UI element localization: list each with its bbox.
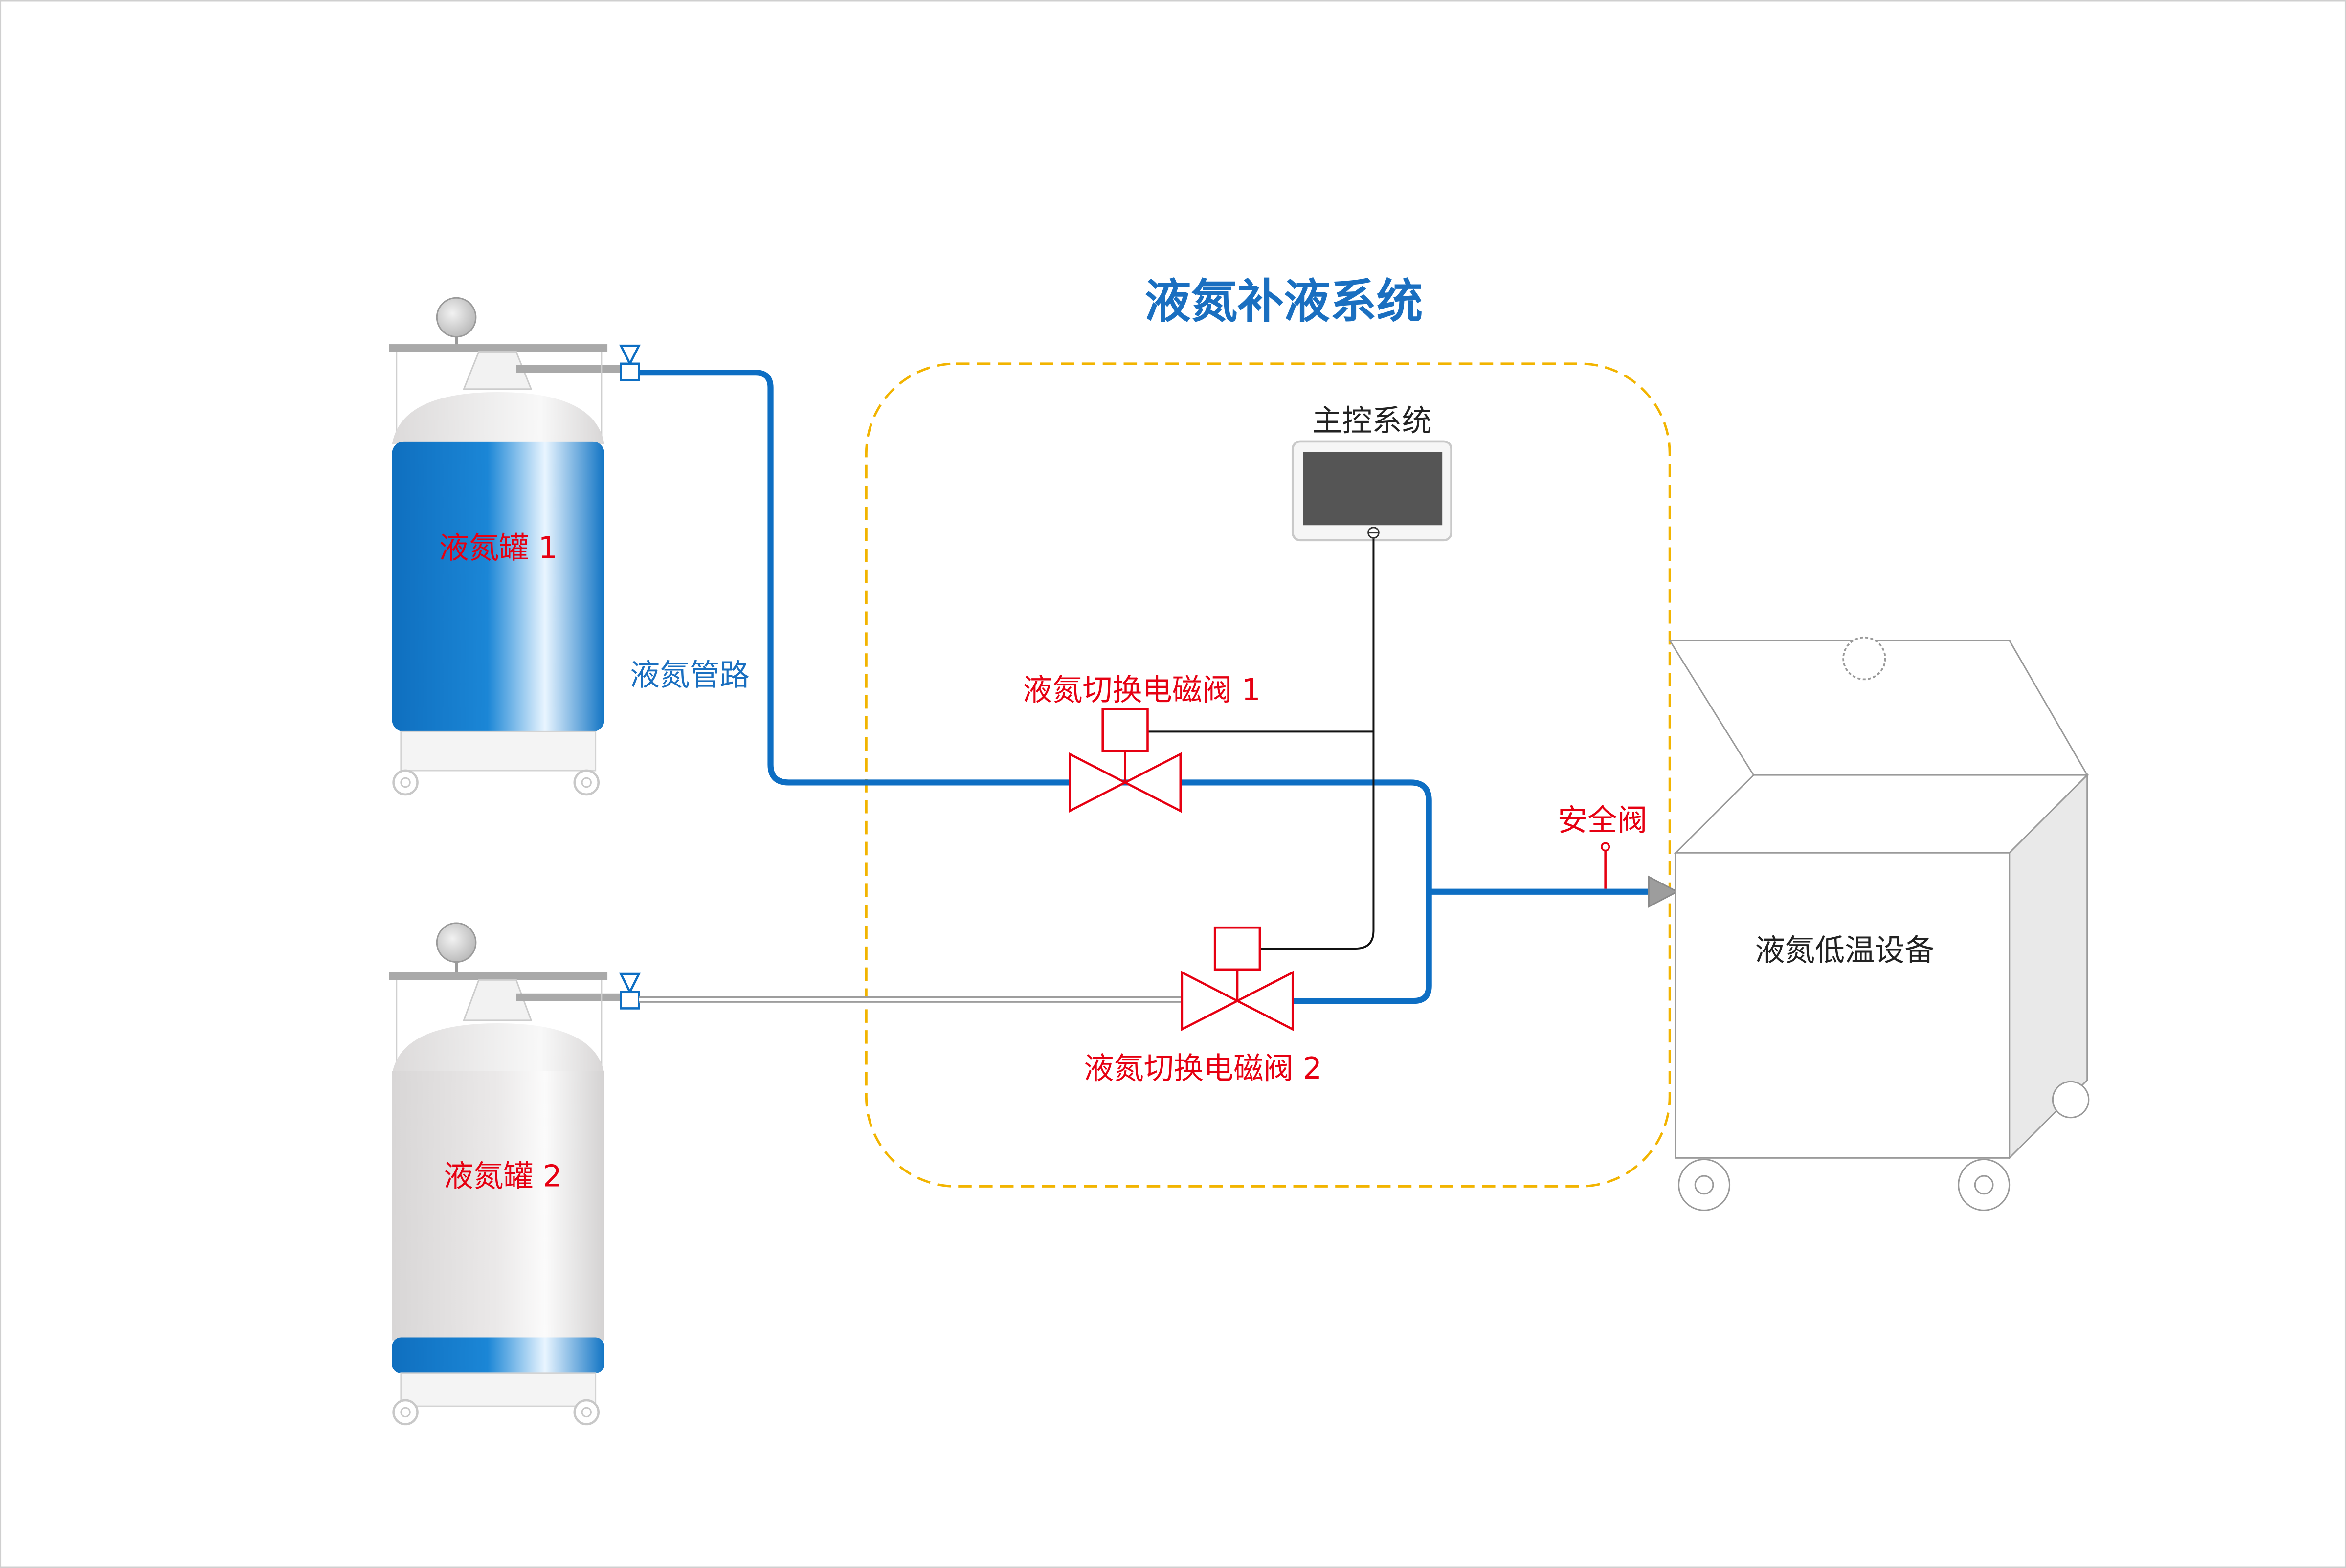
safety-valve-label: 安全阀 <box>1558 803 1648 838</box>
valve-handle-icon <box>619 344 641 366</box>
valve-body-icon <box>1181 971 1294 1031</box>
solenoid-valve-2: 液氮切换电磁阀 2 <box>1084 926 1322 1086</box>
valve-2-label: 液氮切换电磁阀 2 <box>1084 1051 1322 1086</box>
tank-1: 液氮罐 1 <box>389 297 621 796</box>
pressure-gauge-icon <box>436 297 477 338</box>
pipeline-label: 液氮管路 <box>630 658 750 693</box>
equipment-front <box>1675 852 2011 1159</box>
solenoid-valve-1: 液氮切换电磁阀 1 <box>1023 673 1261 813</box>
tank-2-body <box>392 1071 604 1341</box>
cryogenic-equipment <box>1668 636 2090 1211</box>
diagram-title: 液氮补液系统 <box>1144 275 1423 329</box>
wheel-icon <box>392 1399 419 1426</box>
valve-handle-icon <box>619 972 641 994</box>
cog-icon <box>1842 636 1886 681</box>
main-control-label: 主控系统 <box>1312 404 1432 439</box>
solenoid-actuator-icon <box>1213 926 1261 971</box>
tank-1-outlet-valve <box>619 344 641 381</box>
wheel-icon <box>392 769 419 796</box>
tank-1-body <box>392 441 604 732</box>
safety-valve-icon <box>1601 842 1610 852</box>
wheel-icon <box>573 1399 600 1426</box>
solenoid-actuator-icon <box>1101 708 1149 752</box>
wheel-icon <box>2052 1081 2090 1119</box>
main-control-system: 主控系统 <box>1147 404 1452 950</box>
control-screen <box>1303 452 1443 526</box>
safety-valve: 安全阀 <box>1558 803 1648 889</box>
control-wire <box>1147 538 1375 950</box>
tank-2: 液氮罐 2 <box>389 922 621 1426</box>
tank-2-liquid-level <box>392 1337 604 1373</box>
inlet-connector-icon <box>1648 875 1679 908</box>
pressure-gauge-icon <box>436 922 477 963</box>
tank-2-outlet-valve <box>619 972 641 1010</box>
valve-1-label: 液氮切换电磁阀 1 <box>1023 673 1261 707</box>
tank-1-label: 液氮罐 1 <box>439 531 558 566</box>
equipment-label: 液氮低温设备 <box>1755 933 1935 968</box>
wheel-icon <box>573 769 600 796</box>
valve-body-icon <box>1069 752 1182 813</box>
tank-2-label: 液氮罐 2 <box>444 1159 562 1193</box>
